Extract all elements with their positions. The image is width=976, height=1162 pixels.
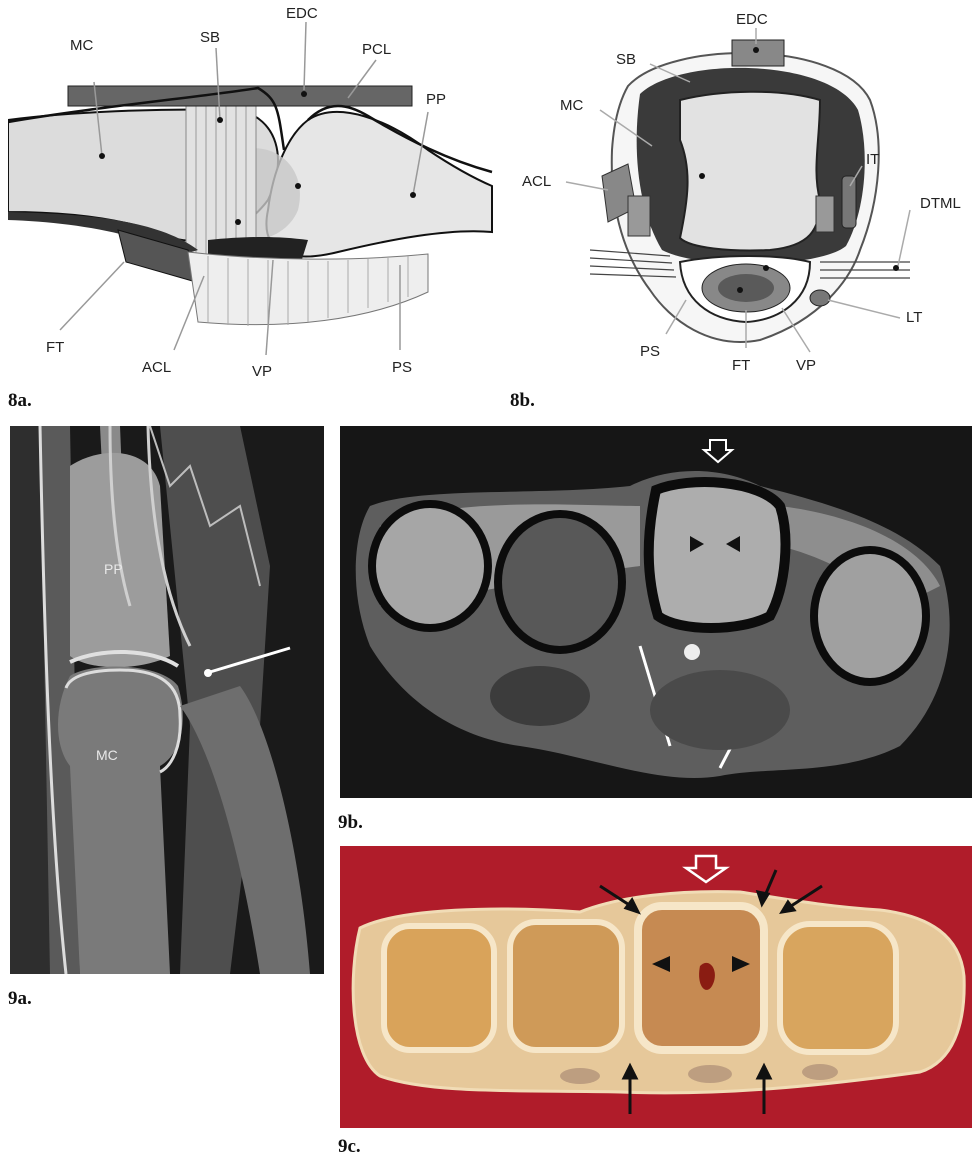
label-acl: ACL bbox=[142, 359, 171, 376]
sagittal-band bbox=[186, 86, 256, 256]
label-mc: MC bbox=[560, 97, 583, 114]
bone-section-2 bbox=[510, 922, 622, 1050]
label-sb: SB bbox=[616, 51, 636, 68]
metacarpal-head-3 bbox=[649, 482, 786, 628]
label-mc: MC bbox=[70, 37, 93, 54]
metacarpal-head bbox=[680, 92, 820, 251]
label-ft: FT bbox=[732, 357, 750, 374]
label-dtml: DTML bbox=[920, 195, 961, 212]
label-pp: PP bbox=[426, 91, 446, 108]
metacarpal-head-2 bbox=[498, 514, 622, 650]
figure-9b-mri bbox=[340, 426, 972, 798]
caption-8b: 8b. bbox=[510, 390, 535, 412]
label-edc: EDC bbox=[286, 5, 318, 22]
label-acl: ACL bbox=[522, 173, 551, 190]
caption-9c: 9c. bbox=[338, 1136, 361, 1158]
caption-9b: 9b. bbox=[338, 812, 363, 834]
label-pcl: PCL bbox=[362, 41, 391, 58]
label-ps: PS bbox=[640, 343, 660, 360]
caption-9a: 9a. bbox=[8, 988, 32, 1010]
figure-9a-mri: PP MC bbox=[10, 426, 324, 974]
figure-8b-diagram: EDC SB MC IT ACL DTML LT PS FT VP bbox=[520, 0, 976, 390]
figure-9c-specimen bbox=[340, 846, 972, 1128]
metacarpal-head-1 bbox=[372, 504, 488, 628]
bone-section-1 bbox=[384, 926, 494, 1050]
label-sb: SB bbox=[200, 29, 220, 46]
bone-section-4 bbox=[780, 924, 896, 1052]
label-vp: VP bbox=[796, 357, 816, 374]
label-pp: PP bbox=[104, 561, 123, 577]
it-tendon bbox=[842, 176, 856, 228]
edc-tendon bbox=[732, 40, 784, 66]
label-lt: LT bbox=[906, 309, 922, 326]
label-edc: EDC bbox=[736, 11, 768, 28]
metacarpal-head-4 bbox=[814, 550, 926, 682]
figure-8a-diagram: MC SB EDC PCL PP FT ACL VP PS bbox=[8, 0, 500, 390]
lt-section bbox=[810, 290, 830, 306]
label-mc: MC bbox=[96, 747, 118, 763]
caption-8a: 8a. bbox=[8, 390, 32, 412]
label-ps: PS bbox=[392, 359, 412, 376]
extensor-tendon bbox=[68, 86, 412, 106]
label-vp: VP bbox=[252, 363, 272, 380]
label-it: IT bbox=[866, 151, 879, 168]
label-ft: FT bbox=[46, 339, 64, 356]
